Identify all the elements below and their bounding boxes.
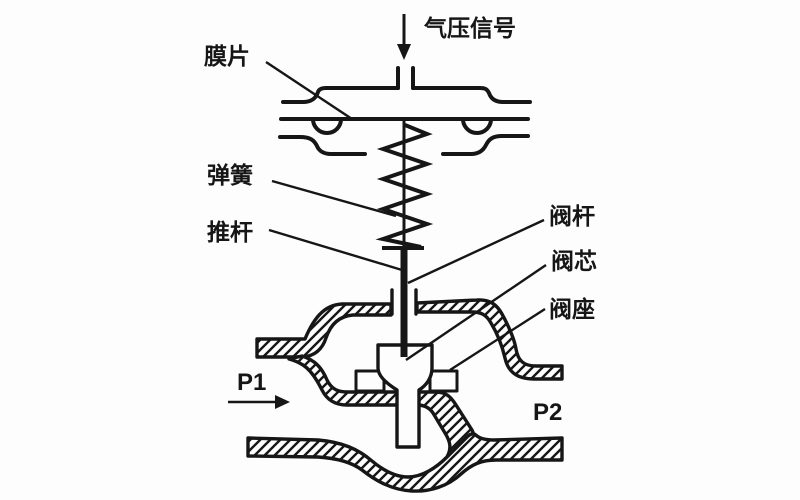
label-diaphragm: 膜片 — [204, 43, 250, 69]
label-valve-stem: 阀杆 — [549, 203, 595, 229]
label-p2: P2 — [533, 399, 562, 426]
label-valve-core: 阀芯 — [551, 248, 597, 274]
valve-seat-right — [428, 369, 459, 393]
actuator-lower-case-right — [441, 134, 530, 156]
actuator-upper-case-right — [411, 86, 532, 104]
label-push-rod: 推杆 — [207, 219, 253, 245]
signal-arrow-down-icon — [397, 14, 411, 60]
label-spring: 弹簧 — [207, 162, 253, 188]
leader-valve-seat — [449, 307, 546, 372]
flow-arrow-right-icon — [228, 395, 290, 409]
label-p1: P1 — [237, 369, 266, 396]
leader-diaphragm — [265, 60, 353, 121]
leader-spring — [271, 179, 397, 218]
valve-plug — [376, 343, 434, 449]
diaphragm-roll-left — [311, 117, 343, 135]
label-signal: 气压信号 — [423, 15, 516, 41]
leader-push-rod — [268, 228, 403, 272]
leader-valve-core — [405, 264, 547, 361]
body-bottom-wall — [246, 432, 564, 493]
actuator-lower-case-left — [278, 135, 367, 156]
body-upper-left-wall — [255, 302, 393, 359]
spring-coil — [375, 123, 434, 249]
label-valve-seat: 阀座 — [549, 296, 595, 322]
leader-valve-stem — [407, 218, 545, 285]
body-upper-right-wall — [415, 298, 564, 381]
valve-seat-left — [354, 369, 386, 393]
diaphragm-roll-right — [461, 117, 493, 135]
actuator-upper-case-left — [281, 86, 400, 104]
